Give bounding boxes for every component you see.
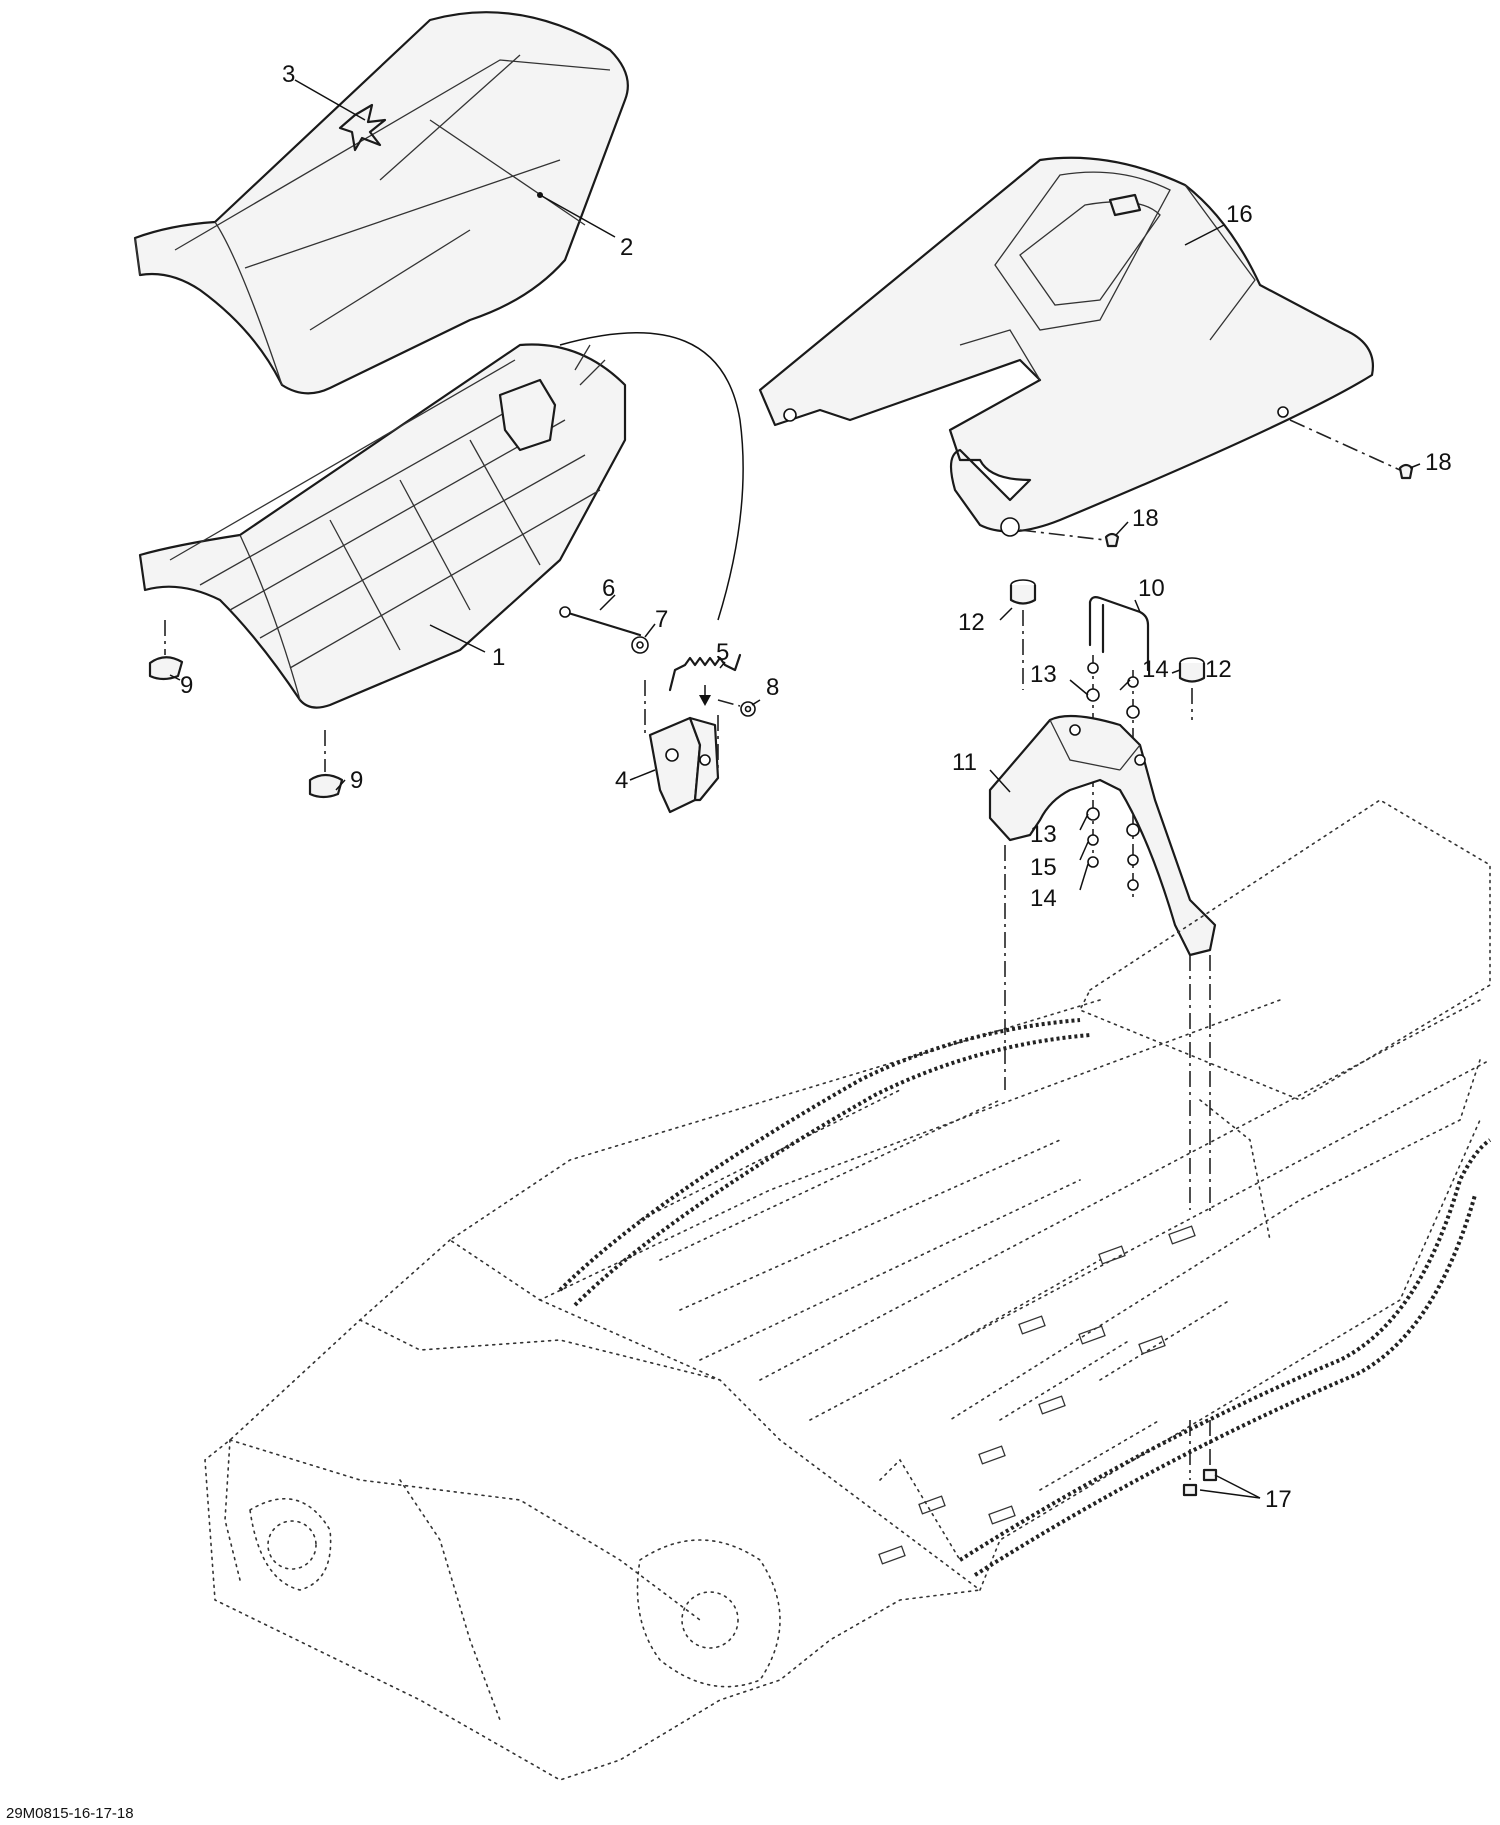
latch-pin[interactable] <box>559 606 642 637</box>
seat-bumper-lower[interactable] <box>308 730 344 799</box>
callout-14-lower: 14 <box>1030 885 1057 912</box>
rear-grab-bar[interactable] <box>988 714 1217 957</box>
callout-7: 7 <box>655 606 668 633</box>
latch-bracket[interactable] <box>644 680 720 814</box>
latch-washer[interactable] <box>631 636 649 654</box>
seat-emblem[interactable] <box>338 103 387 152</box>
seat-base[interactable] <box>138 343 627 709</box>
callout-11: 11 <box>952 749 977 776</box>
drawing-code: 29M0815-16-17-18 <box>6 1805 134 1822</box>
callout-6: 6 <box>602 575 615 602</box>
tunnel-nuts[interactable] <box>1182 1420 1218 1497</box>
callout-16: 16 <box>1226 201 1253 228</box>
rear-tail-cover[interactable] <box>758 156 1374 537</box>
latch-spring[interactable] <box>668 653 742 706</box>
callout-14-upper: 14 <box>1142 656 1169 683</box>
leader-lines <box>169 79 1421 1499</box>
hardware-stack-right[interactable] <box>1126 670 1140 900</box>
callout-5: 5 <box>716 639 729 666</box>
tail-screw-center[interactable] <box>1019 529 1120 548</box>
tail-screw-right[interactable] <box>1289 419 1414 480</box>
tunnel-slots <box>878 1225 1196 1565</box>
callout-2: 2 <box>620 234 633 261</box>
callout-13-upper: 13 <box>1030 661 1057 688</box>
callout-12-right: 12 <box>1205 656 1232 683</box>
latch-nut[interactable] <box>717 699 756 717</box>
callout-12-left: 12 <box>958 609 985 636</box>
seat-bumper-upper[interactable] <box>148 620 184 681</box>
hardware-stack-left[interactable] <box>1086 655 1100 868</box>
callout-18-right: 18 <box>1425 449 1452 476</box>
callout-18-center: 18 <box>1132 505 1159 532</box>
callout-8: 8 <box>766 674 779 701</box>
callout-3: 3 <box>282 61 295 88</box>
grab-bar-cap-right[interactable] <box>1178 657 1206 720</box>
tunnel-rail-left <box>558 1018 1091 1307</box>
callout-17: 17 <box>1265 1486 1292 1513</box>
u-bolt[interactable] <box>1088 596 1150 672</box>
callout-13-lower: 13 <box>1030 821 1057 848</box>
callout-labels: 1 2 3 4 5 6 7 8 9 9 10 11 12 12 13 13 14… <box>180 61 1452 1513</box>
grab-bar-cap-left[interactable] <box>1009 579 1037 690</box>
callout-9-lower: 9 <box>350 767 363 794</box>
latch-cable <box>559 332 744 621</box>
callout-10: 10 <box>1138 575 1165 602</box>
tunnel-rail-right <box>958 1138 1492 1577</box>
seat-cushion[interactable] <box>133 11 629 395</box>
callout-1: 1 <box>492 644 505 671</box>
callout-4: 4 <box>615 767 628 794</box>
callout-9-upper: 9 <box>180 672 193 699</box>
callout-15: 15 <box>1030 854 1057 881</box>
tunnel-chassis <box>204 799 1491 1781</box>
